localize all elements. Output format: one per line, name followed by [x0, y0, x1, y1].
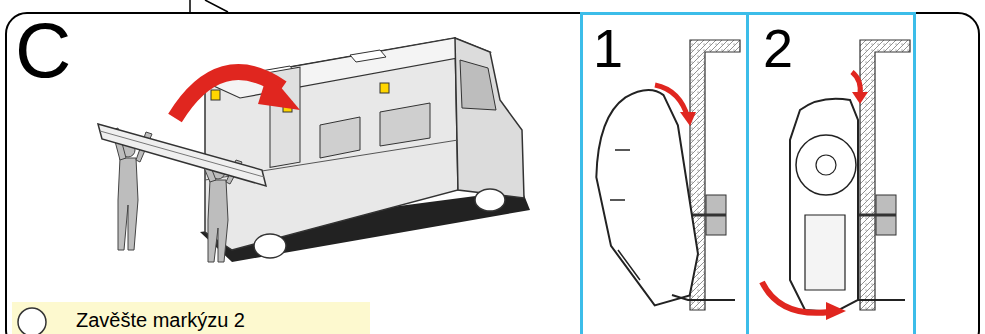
note-icon: [18, 308, 46, 334]
detail-panel: 1: [580, 12, 749, 334]
detail-panel: 2: [746, 12, 916, 334]
cross-section-1: [585, 40, 740, 311]
step-number: 2: [763, 19, 793, 78]
note-band: [12, 302, 370, 334]
van-front: [455, 38, 524, 198]
van-windshield: [460, 60, 496, 110]
step-letter: C: [15, 8, 71, 94]
arrow-head: [258, 72, 300, 110]
tab-line: [190, 0, 228, 12]
step-number: 1: [593, 19, 623, 78]
step-panel: C12Zavěšte markýzu 2: [5, 12, 980, 334]
awning-bar: [98, 124, 266, 186]
note-band: Zavěšte markýzu 2: [14, 304, 372, 334]
note-text: Zavěšte markýzu 2: [76, 309, 245, 331]
cross-section-2: [762, 40, 910, 320]
